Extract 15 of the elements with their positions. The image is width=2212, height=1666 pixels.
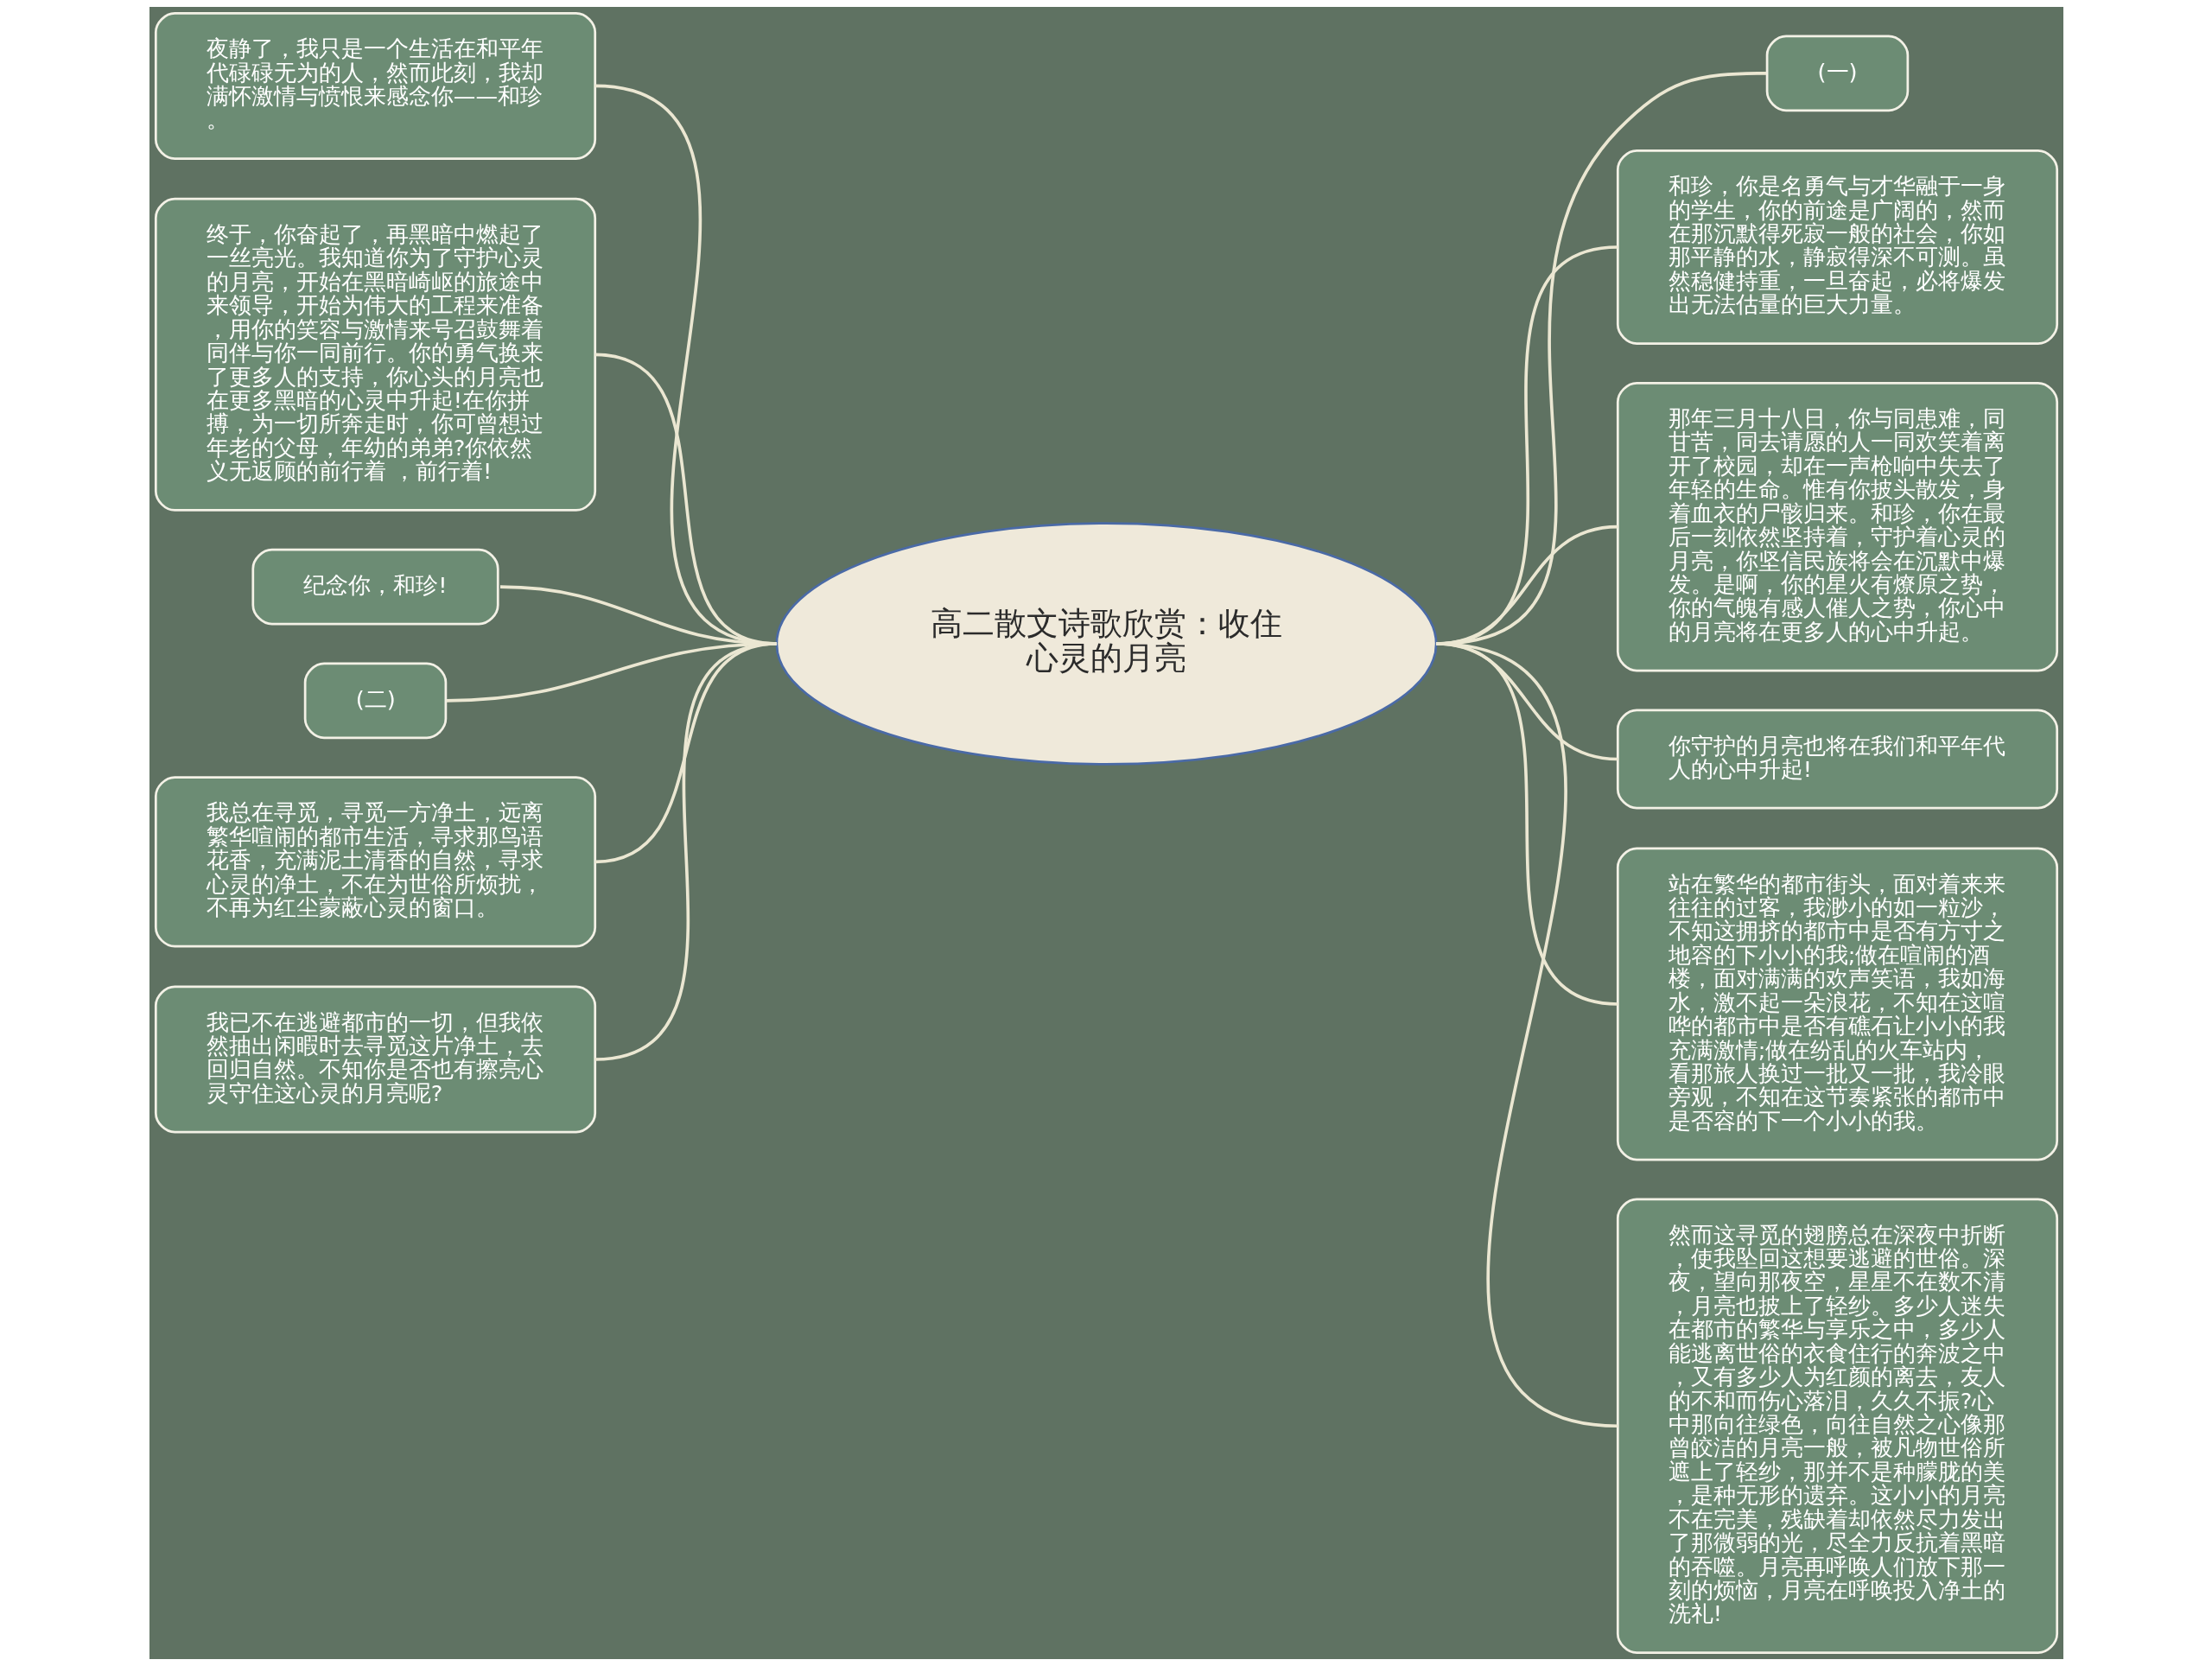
connector xyxy=(594,642,777,1061)
node-box: 你守护的月亮也将在我们和平年代人的心中升起! xyxy=(1616,709,2058,810)
node-box: 我总在寻觅，寻觅一方净土，远离繁华喧闹的都市生活，寻求那鸟语花香，充满泥土清香的自然，寻求心灵的净土，不在为世俗所烦扰，不再为红尘蒙蔽心灵的窗口。 xyxy=(154,776,596,948)
node-box: 纪念你，和珍! xyxy=(251,548,499,626)
node-ellipse: 高二散文诗歌欣赏：收住心灵的月亮 xyxy=(775,522,1438,766)
node-box: 我已不在逃避都市的一切，但我依然抽出闲暇时去寻觅这片净土，去回归自然。不知你是否也有擦亮心灵守住这心灵的月亮呢? xyxy=(154,985,596,1134)
node-box: 夜静了，我只是一个生活在和平年代碌碌无为的人，然而此刻，我却满怀激情与愤恨来感念你——和珍。 xyxy=(154,11,596,160)
node-box: 和珍，你是名勇气与才华融于一身的学生，你的前途是广阔的，然而在那沉默得死寂一般的社会，你如那平静的水，静寂得深不可测。虽然稳健持重，一旦奋起，必将爆发出无法估量的巨大力量。 xyxy=(1616,149,2058,345)
node-box: 然而这寻觅的翅膀总在深夜中折断，使我坠回这想要逃避的世俗。深夜，望向那夜空，星星不在数不清，月亮也披上了轻纱。多少人迷失在都市的繁华与享乐之中，多少人能逃离世俗的衣食住行的奔波之中，又有多少人为红颜的离去，友人的不和而伤心落泪，久久不振?心中那向往绿色，向往自然之心像那曾皎洁的月亮一般，被凡物世俗所遮上了轻纱，那并不是种朦胧的美，是种无形的遗弃。这小小的月亮不在完美，残缺着却依然尽力发出了那微弱的光，尽全力反抗着黑暗的吞噬。月亮再呼唤人们放下那一刻的烦恼，月亮在呼唤投入净土的洗礼! xyxy=(1616,1198,2058,1655)
node-box: (二) xyxy=(303,662,447,740)
node-box: 站在繁华的都市街头，面对着来来往往的过客，我渺小的如一粒沙，不知这拥挤的都市中是否有方寸之地容的下小小的我;做在喧闹的酒楼，面对满满的欢声笑语，我如海水，激不起一朵浪花，不知在这喧哗的都市中是否有礁石让小小的我充满激情;做在纷乱的火车站内，看那旅人换过一批又一批，我冷眼旁观，不知在这节奏紧张的都市中是否容的下一个小小的我。 xyxy=(1616,847,2058,1161)
connector xyxy=(1435,642,1618,1428)
node-box: (一) xyxy=(1765,35,1909,112)
node-box: 终于，你奋起了，再黑暗中燃起了一丝亮光。我知道你为了守护心灵的月亮，开始在黑暗崎岖的旅途中来领导，开始为伟大的工程来准备，用你的笑容与激情来号召鼓舞着同伴与你一同前行。你的勇气换来了更多人的支持，你心头的月亮也在更多黑暗的心灵中升起!在你拼搏，为一切所奔走时，你可曾想过年老的父母，年幼的弟弟?你依然义无返顾的前行着 ，前行着! xyxy=(154,197,596,512)
node-box: 那年三月十八日，你与同患难，同甘苦，同去请愿的人一同欢笑着离开了校园，却在一声枪响中失去了年轻的生命。惟有你披头散发，身着血衣的尸骸归来。和珍，你在最后一刻依然坚持着，守护着心灵的月亮，你坚信民族将会在沉默中爆发。是啊，你的星火有燎原之势，你的气魄有感人催人之势，你心中的月亮将在更多人的心中升起。 xyxy=(1616,381,2058,672)
